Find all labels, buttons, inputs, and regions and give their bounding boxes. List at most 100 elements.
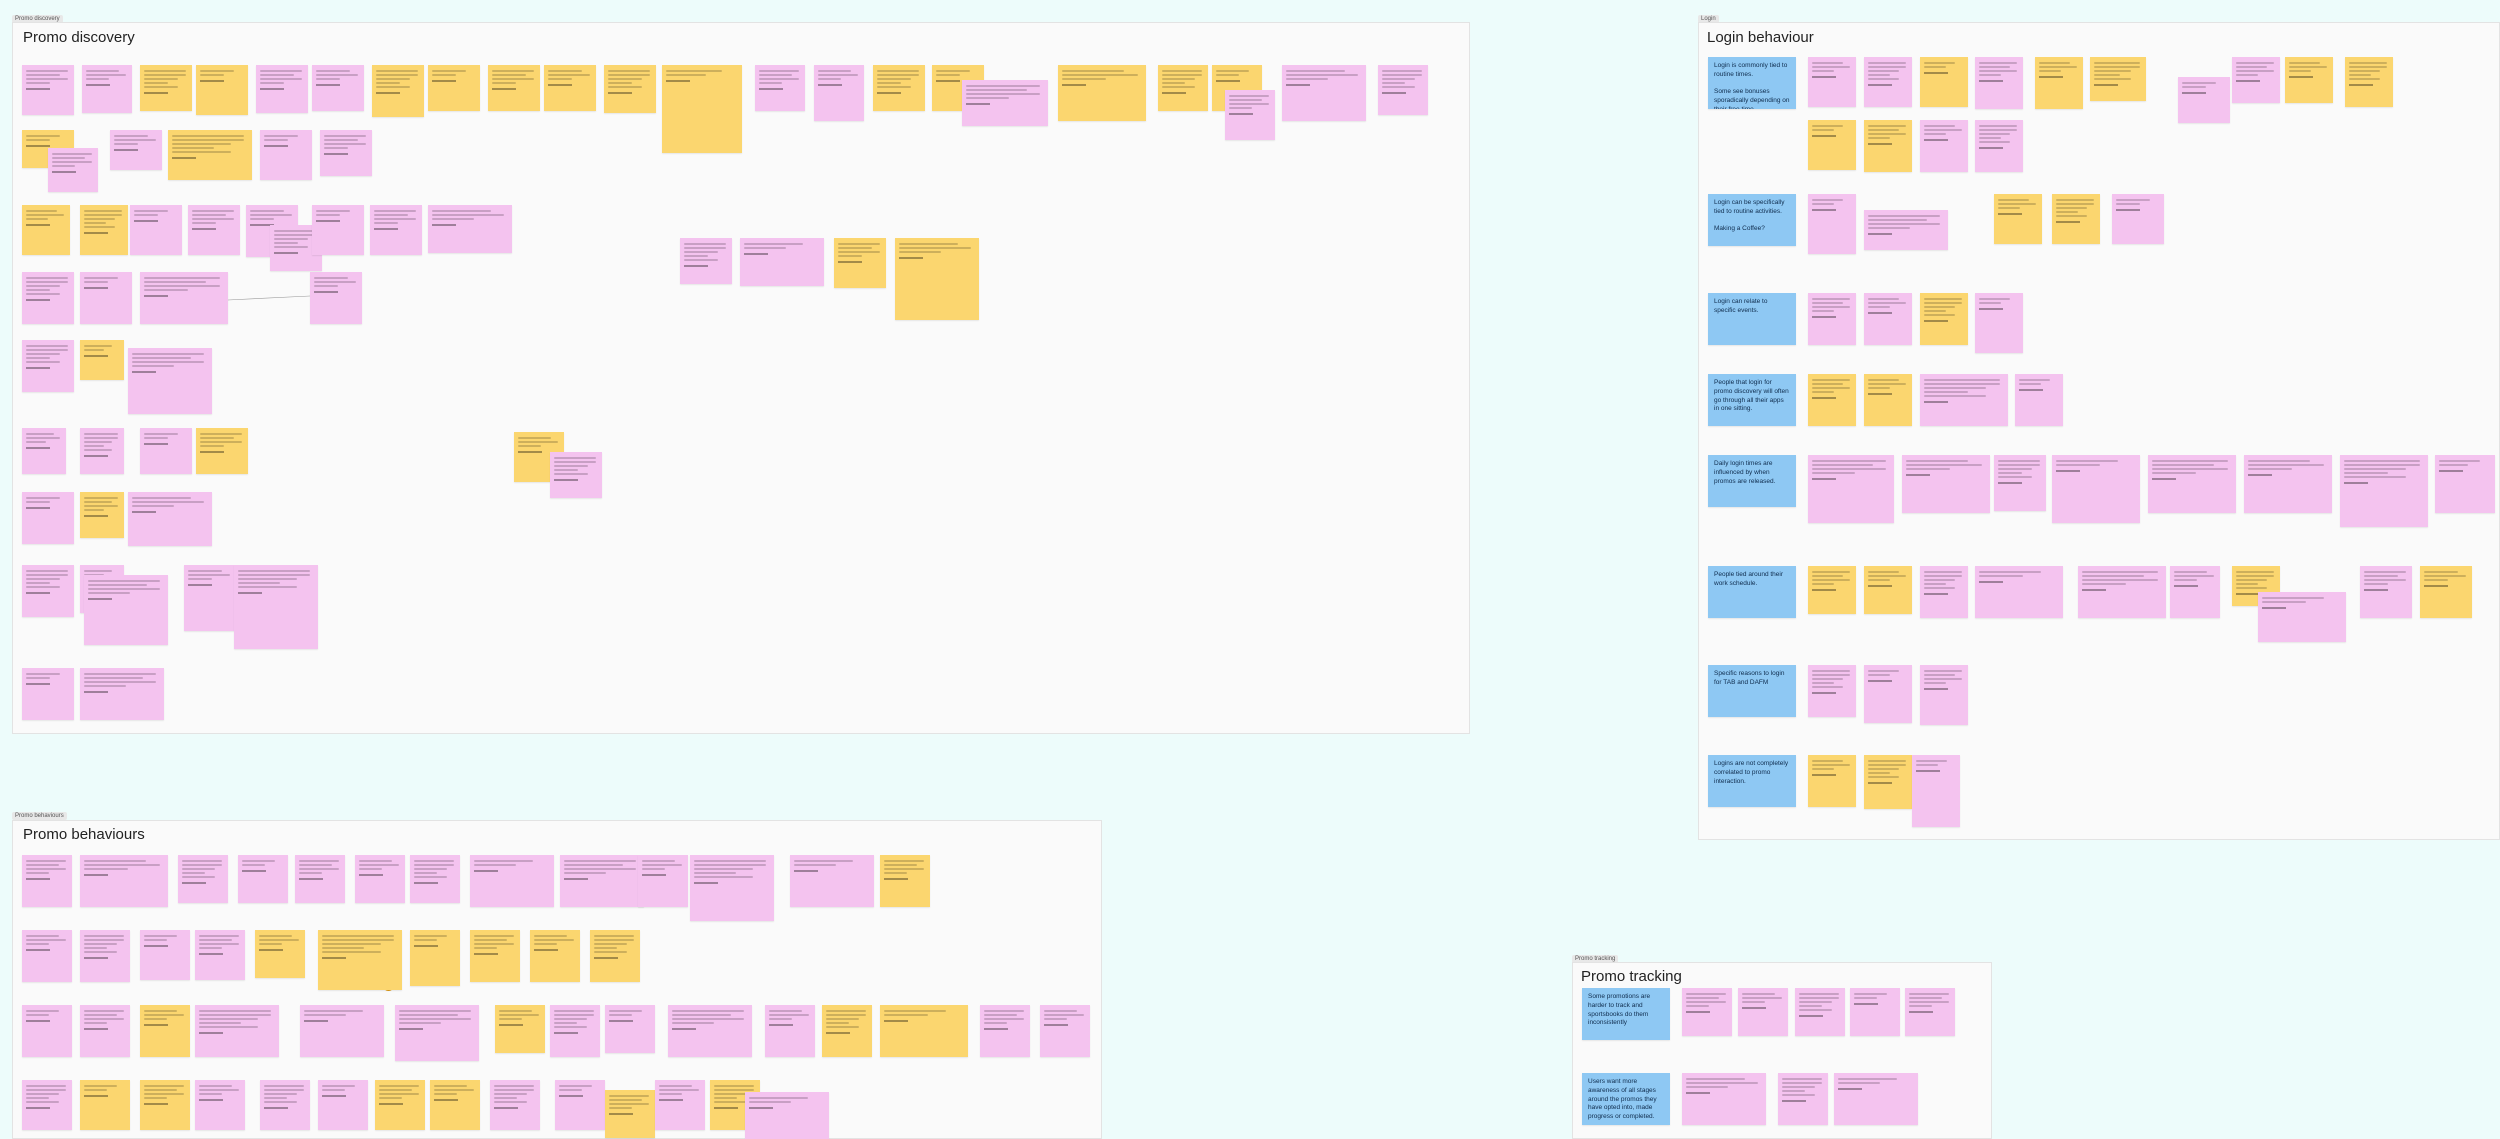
- sticky-note[interactable]: [1808, 755, 1856, 807]
- sticky-note[interactable]: [260, 130, 312, 180]
- sticky-note[interactable]: [980, 1005, 1030, 1057]
- sticky-note[interactable]: [1920, 293, 1968, 345]
- sticky-note[interactable]: [22, 855, 72, 907]
- sticky-note[interactable]: [1808, 293, 1856, 345]
- sticky-note[interactable]: [430, 1080, 480, 1130]
- sticky-note[interactable]: [745, 1092, 829, 1139]
- sticky-note[interactable]: [1795, 988, 1845, 1036]
- sticky-note[interactable]: [2244, 455, 2332, 513]
- sticky-note[interactable]: [196, 428, 248, 474]
- sticky-note[interactable]: [1225, 90, 1275, 140]
- sticky-note[interactable]: [1808, 120, 1856, 170]
- sticky-note[interactable]: [188, 205, 240, 255]
- sticky-note[interactable]: [1738, 988, 1788, 1036]
- sticky-note[interactable]: [1040, 1005, 1090, 1057]
- sticky-note[interactable]: [834, 238, 886, 288]
- sticky-note[interactable]: [82, 65, 132, 113]
- sticky-note[interactable]: [372, 65, 424, 117]
- sticky-note[interactable]: [428, 205, 512, 253]
- sticky-note[interactable]: [140, 65, 192, 111]
- login-theme-note[interactable]: Logins are not completely correlated to …: [1708, 755, 1796, 807]
- sticky-note[interactable]: [256, 65, 308, 113]
- sticky-note[interactable]: [2360, 566, 2412, 618]
- login-theme-note[interactable]: Specific reasons to login for TAB and DA…: [1708, 665, 1796, 717]
- sticky-note[interactable]: [22, 340, 74, 392]
- sticky-note[interactable]: [2178, 77, 2230, 123]
- sticky-note[interactable]: [168, 130, 252, 180]
- sticky-note[interactable]: [1920, 57, 1968, 107]
- sticky-note[interactable]: [1864, 57, 1912, 107]
- sticky-note[interactable]: [140, 272, 228, 324]
- sticky-note[interactable]: [2090, 57, 2146, 101]
- sticky-note[interactable]: [2015, 374, 2063, 426]
- sticky-note[interactable]: [1912, 755, 1960, 827]
- frame-tag-promo-discovery[interactable]: Promo discovery: [12, 15, 63, 23]
- login-theme-note[interactable]: Login is commonly tied to routine times.…: [1708, 57, 1796, 109]
- sticky-note[interactable]: [490, 1080, 540, 1130]
- frame-login-behaviour[interactable]: Login behaviour: [1698, 22, 2500, 840]
- sticky-note[interactable]: [238, 855, 288, 903]
- sticky-note[interactable]: [690, 855, 774, 921]
- sticky-note[interactable]: [80, 428, 124, 474]
- sticky-note[interactable]: [1975, 57, 2023, 109]
- sticky-note[interactable]: [195, 1005, 279, 1057]
- sticky-note[interactable]: [590, 930, 640, 982]
- sticky-note[interactable]: [662, 65, 742, 153]
- sticky-note[interactable]: [740, 238, 824, 286]
- sticky-note[interactable]: [234, 565, 318, 649]
- sticky-note[interactable]: [604, 65, 656, 113]
- sticky-note[interactable]: [1905, 988, 1955, 1036]
- sticky-note[interactable]: [318, 930, 402, 990]
- sticky-note[interactable]: [880, 855, 930, 907]
- sticky-note[interactable]: [2112, 194, 2164, 244]
- sticky-note[interactable]: [880, 1005, 968, 1057]
- sticky-note[interactable]: [312, 205, 364, 255]
- sticky-note[interactable]: [1920, 374, 2008, 426]
- sticky-note[interactable]: [1834, 1073, 1918, 1125]
- sticky-note[interactable]: [80, 855, 168, 907]
- sticky-note[interactable]: [80, 1005, 130, 1057]
- login-theme-note[interactable]: Login can relate to specific events.: [1708, 293, 1796, 345]
- sticky-note[interactable]: [428, 65, 480, 111]
- sticky-note[interactable]: [1920, 665, 1968, 725]
- sticky-note[interactable]: [128, 492, 212, 546]
- sticky-note[interactable]: [22, 65, 74, 115]
- sticky-note[interactable]: [80, 668, 164, 720]
- sticky-note[interactable]: [550, 1005, 600, 1057]
- sticky-note[interactable]: [80, 205, 128, 255]
- sticky-note[interactable]: [2170, 566, 2220, 618]
- sticky-note[interactable]: [1808, 455, 1894, 523]
- frame-tag-promo-behaviours[interactable]: Promo behaviours: [12, 812, 67, 820]
- sticky-note[interactable]: [355, 855, 405, 903]
- sticky-note[interactable]: [2078, 566, 2166, 618]
- sticky-note[interactable]: [1994, 455, 2046, 511]
- sticky-note[interactable]: [320, 130, 372, 176]
- sticky-note[interactable]: [1808, 194, 1856, 254]
- sticky-note[interactable]: [370, 205, 422, 255]
- sticky-note[interactable]: [1158, 65, 1208, 111]
- sticky-note[interactable]: [1864, 665, 1912, 723]
- sticky-note[interactable]: [895, 238, 979, 320]
- sticky-note[interactable]: [48, 148, 98, 192]
- sticky-note[interactable]: [1058, 65, 1146, 121]
- sticky-note[interactable]: [2148, 455, 2236, 513]
- sticky-note[interactable]: [822, 1005, 872, 1057]
- sticky-note[interactable]: [530, 930, 580, 982]
- sticky-note[interactable]: [2052, 194, 2100, 244]
- sticky-note[interactable]: [655, 1080, 705, 1130]
- sticky-note[interactable]: [22, 205, 70, 255]
- sticky-note[interactable]: [1864, 210, 1948, 250]
- sticky-note[interactable]: [310, 272, 362, 324]
- sticky-note[interactable]: [814, 65, 864, 121]
- sticky-note[interactable]: [755, 65, 805, 111]
- sticky-note[interactable]: [1808, 566, 1856, 614]
- sticky-note[interactable]: [2052, 455, 2140, 523]
- sticky-note[interactable]: [544, 65, 596, 111]
- sticky-note[interactable]: [195, 1080, 245, 1130]
- sticky-note[interactable]: [318, 1080, 368, 1130]
- sticky-note[interactable]: [295, 855, 345, 903]
- sticky-note[interactable]: [1975, 293, 2023, 353]
- sticky-note[interactable]: [1975, 120, 2023, 172]
- sticky-note[interactable]: [765, 1005, 815, 1057]
- sticky-note[interactable]: [130, 205, 182, 255]
